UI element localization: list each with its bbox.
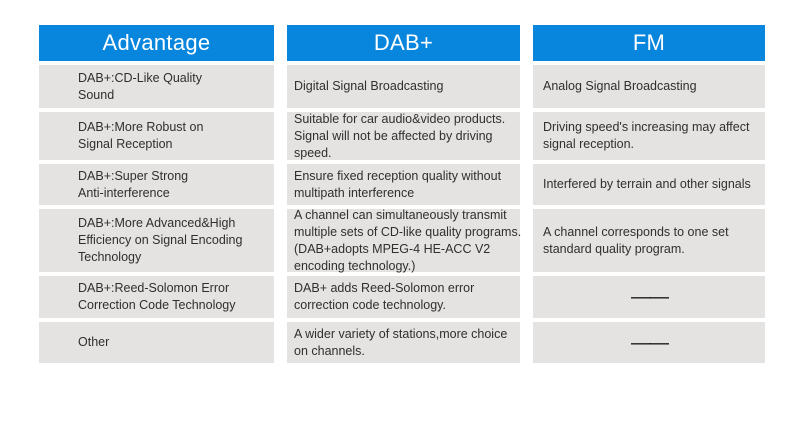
cell-r3-advantage: DAB+:Super Strong Anti-interference	[39, 164, 274, 205]
cell-text: Ensure fixed reception quality without m…	[294, 168, 502, 200]
cell-text: DAB+:More Robust on Signal Reception	[78, 120, 204, 151]
cell-r4-fm: A channel corresponds to one set standar…	[533, 209, 765, 272]
cell-text: A channel corresponds to one set standar…	[543, 224, 729, 256]
cell-r2-advantage: DAB+:More Robust on Signal Reception	[39, 112, 274, 160]
dash-placeholder: ——	[631, 331, 669, 354]
cell-text: DAB+:CD-Like Quality Sound	[78, 70, 202, 102]
cell-r3-fm: Interfered by terrain and other signals	[533, 164, 765, 205]
header-advantage-label: Advantage	[102, 30, 211, 55]
header-advantage: Advantage	[39, 25, 274, 61]
cell-text: DAB+ adds Reed-Solomon error correction …	[294, 281, 475, 312]
header-dab-label: DAB+	[373, 30, 434, 55]
cell-text: Digital Signal Broadcasting	[294, 79, 444, 93]
cell-r4-advantage: DAB+:More Advanced&High Efficiency on Si…	[39, 209, 274, 272]
cell-text: Interfered by terrain and other signals	[543, 177, 751, 191]
cell-text: A wider variety of stations,more choice …	[294, 326, 508, 358]
cell-r5-fm-dash: ——	[533, 276, 765, 318]
cell-text: DAB+:More Advanced&High Efficiency on Si…	[78, 216, 243, 264]
cell-r6-fm-dash: ——	[533, 322, 765, 363]
header-fm: FM	[533, 25, 765, 61]
cell-r5-advantage: DAB+:Reed-Solomon Error Correction Code …	[39, 276, 274, 318]
cell-r2-dab: Suitable for car audio&video products. S…	[287, 112, 520, 160]
cell-text: DAB+:Reed-Solomon Error Correction Code …	[78, 281, 236, 312]
header-dab: DAB+	[287, 25, 520, 61]
dash-placeholder: ——	[631, 286, 669, 308]
cell-r5-dab: DAB+ adds Reed-Solomon error correction …	[287, 276, 520, 318]
cell-r1-fm: Analog Signal Broadcasting	[533, 65, 765, 108]
comparison-table: Advantage DAB+ FM DAB+:CD-Like Quality S…	[39, 25, 765, 363]
cell-text: A channel can simultaneously transmit mu…	[294, 207, 522, 273]
cell-r1-advantage: DAB+:CD-Like Quality Sound	[39, 65, 274, 108]
cell-r6-dab: A wider variety of stations,more choice …	[287, 322, 520, 363]
cell-r3-dab: Ensure fixed reception quality without m…	[287, 164, 520, 205]
cell-text: DAB+:Super Strong Anti-interference	[78, 168, 189, 200]
cell-r6-advantage: Other	[39, 322, 274, 363]
cell-r2-fm: Driving speed's increasing may affect si…	[533, 112, 765, 160]
cell-text: Suitable for car audio&video products. S…	[294, 111, 506, 160]
cell-r1-dab: Digital Signal Broadcasting	[287, 65, 520, 108]
header-fm-label: FM	[632, 30, 666, 55]
cell-r4-dab: A channel can simultaneously transmit mu…	[287, 207, 522, 273]
cell-text: Analog Signal Broadcasting	[543, 79, 697, 93]
cell-text: Driving speed's increasing may affect si…	[543, 120, 750, 151]
cell-text: Other	[78, 335, 110, 349]
